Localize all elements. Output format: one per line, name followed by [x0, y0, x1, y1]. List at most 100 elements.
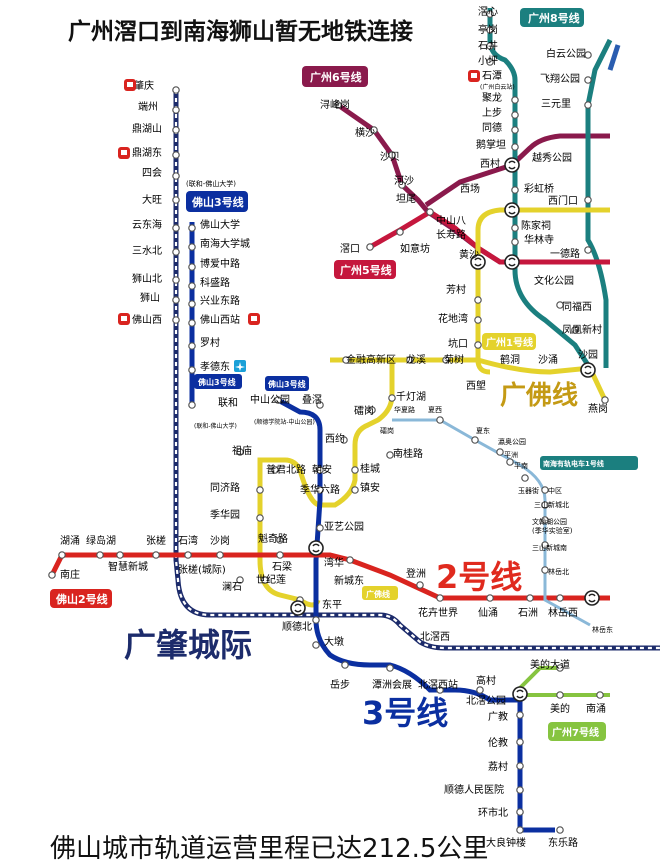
- station-dot: [442, 356, 450, 364]
- station-label: 鹅掌坦: [476, 138, 506, 151]
- station-dot: [188, 300, 196, 308]
- station-dot: [312, 616, 320, 624]
- station-dot: [436, 594, 444, 602]
- station-label: 狮山: [140, 291, 160, 304]
- line-gz8-north: [585, 38, 613, 368]
- station-label: 平洲: [504, 451, 518, 459]
- rail-station-icon: [468, 70, 480, 82]
- station-label: 聚龙: [482, 91, 502, 104]
- station-dot: [188, 282, 196, 290]
- station-dot: [172, 276, 180, 284]
- station-dot: [172, 224, 180, 232]
- station-label: 孝德东: [200, 360, 230, 373]
- station-dot: [406, 356, 414, 364]
- station-dot: [274, 396, 282, 404]
- station-label: 博爱中路: [200, 257, 240, 270]
- station-dot: [556, 664, 564, 672]
- station-label: 同济路: [210, 481, 240, 494]
- station-dot: [312, 641, 320, 649]
- station-label: 礌岗: [380, 427, 394, 435]
- badge-gz1-label: 广州1号线: [486, 336, 533, 349]
- station-dot: [516, 808, 524, 816]
- station-dot: [184, 551, 192, 559]
- station-label: 三元里: [541, 98, 571, 110]
- line-guangfo: [330, 357, 608, 402]
- station-dot: [516, 826, 524, 834]
- line-gz2: [607, 44, 621, 71]
- badge-gz1: 广州1号线: [482, 333, 536, 350]
- station-dot: [116, 551, 124, 559]
- station-dot: [188, 366, 196, 374]
- station-dot: [556, 826, 564, 834]
- station-dot: [584, 196, 592, 204]
- station-dot: [541, 516, 549, 524]
- badge-fs3-north-note: (联和-佛山大学): [186, 179, 236, 188]
- station-dot: [172, 196, 180, 204]
- station-dot: [556, 301, 564, 309]
- station-label: 三水北: [132, 245, 162, 257]
- station-dot: [316, 401, 324, 409]
- badge-fs3-short2: 佛山3号线 (顺德学院站-中山公园): [254, 376, 315, 426]
- badge-fs3-short-label: 佛山3号线: [197, 377, 236, 387]
- station-dot: [172, 248, 180, 256]
- badge-tram: 南海有轨电车1号线: [540, 456, 638, 470]
- station-label: 世纪莲: [256, 574, 286, 586]
- station-label: 如意坊: [400, 242, 430, 255]
- station-label: 石洲: [518, 607, 538, 619]
- interchange-markers: [290, 157, 600, 702]
- station-dot: [436, 686, 444, 694]
- station-dot: [316, 486, 324, 494]
- station-dot: [316, 524, 324, 532]
- station-dot: [370, 126, 378, 134]
- station-label: 华夏路: [394, 405, 415, 414]
- station-label: 林岳东: [592, 625, 613, 634]
- badge-fs3-north-label: 佛山3号线: [191, 195, 244, 209]
- station-label: 新城东: [334, 574, 364, 587]
- station-label: 沙贝: [380, 151, 400, 163]
- station-label: 魁奇路: [258, 532, 288, 545]
- station-dot: [396, 228, 404, 236]
- station-dot: [474, 341, 482, 349]
- station-label: 中区: [548, 486, 562, 495]
- station-label: 季华园: [210, 508, 240, 521]
- badge-fs3-short2-label: 佛山3号线: [267, 379, 306, 389]
- station-label: 南桂路: [393, 447, 423, 460]
- station-label: (季华实验室): [532, 526, 573, 535]
- station-label: 浔峰岗: [320, 98, 350, 111]
- station-label: 北滘西: [420, 631, 450, 643]
- big-label-guangzhao: 广肇城际: [124, 626, 252, 664]
- station-label: 湖涌: [60, 535, 80, 547]
- station-label: 亭岗: [478, 23, 498, 36]
- station-dot: [271, 466, 279, 474]
- station-dot: [584, 246, 592, 254]
- station-dot: [334, 101, 342, 109]
- badge-gz7-label: 广州7号线: [552, 726, 599, 739]
- station-dot: [516, 738, 524, 746]
- station-dot: [596, 691, 604, 699]
- station-label: 狮山北: [132, 272, 162, 285]
- station-label: 彩虹桥: [524, 183, 554, 195]
- station-dot: [516, 762, 524, 770]
- station-dot: [388, 151, 396, 159]
- station-label: 飞翔公园: [540, 72, 580, 85]
- interchange-icon: [504, 254, 520, 270]
- station-dot: [556, 594, 564, 602]
- station-label: 长寿路: [436, 228, 466, 241]
- interchange-icon: [308, 540, 324, 556]
- station-label: 智慧新城: [108, 560, 148, 573]
- station-label: 西村: [480, 157, 500, 170]
- interchange-icon: [504, 157, 520, 173]
- badge-fs3-short: 佛山3号线: [194, 374, 242, 389]
- station-dot: [556, 691, 564, 699]
- station-dot: [511, 186, 519, 194]
- station-dot: [216, 551, 224, 559]
- station-dot: [340, 436, 348, 444]
- station-label: 佛山大学: [200, 218, 240, 231]
- interchange-icon: [290, 600, 306, 616]
- station-dot: [188, 342, 196, 350]
- badge-gz6: 广州6号线: [302, 66, 368, 87]
- station-dot: [601, 396, 609, 404]
- badge-guangfo-small: 广佛线: [362, 586, 398, 600]
- interchange-icon: [504, 202, 520, 218]
